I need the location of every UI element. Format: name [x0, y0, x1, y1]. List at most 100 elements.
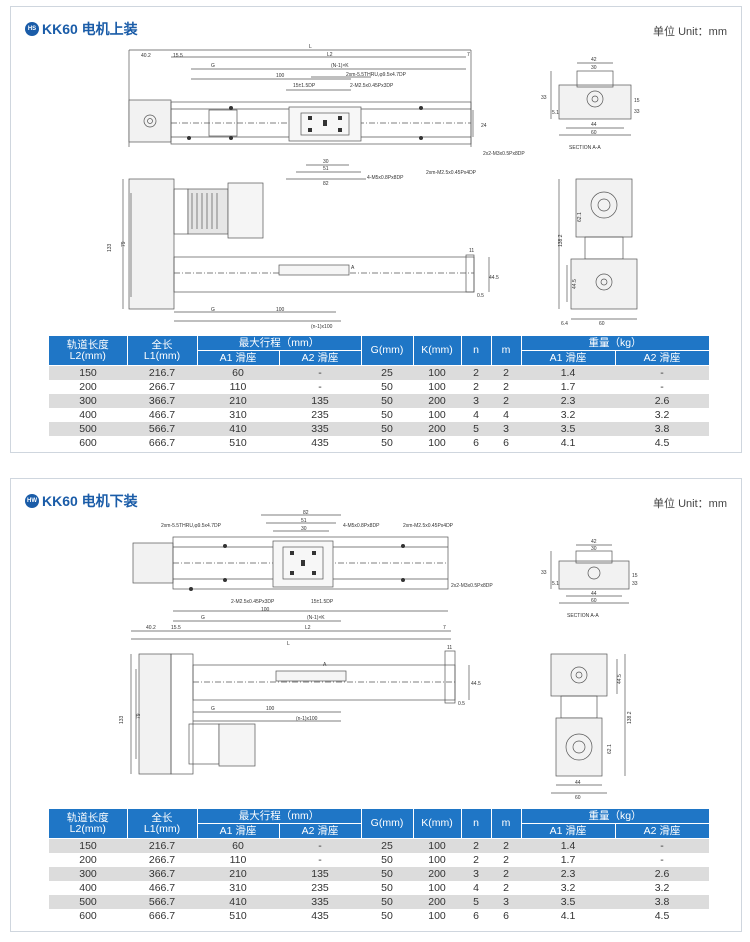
sec-42: 42 [591, 539, 597, 545]
dim-82: 82 [323, 181, 329, 187]
end-6-4: 6.4 [561, 321, 568, 327]
header-n: n [461, 809, 492, 839]
sec-60: 60 [591, 130, 597, 136]
dim-82: 82 [303, 510, 309, 516]
dim-40-2: 40.2 [141, 53, 151, 59]
dim-11: 11 [469, 248, 474, 254]
sec-30: 30 [591, 65, 597, 71]
dim-n1k: (N-1)×K [307, 615, 325, 621]
end-60: 60 [599, 321, 605, 327]
section-heading: KK60 电机下装 [42, 493, 138, 509]
note-thru: 2xm-5.5THRU,φ9.5x4.7DP [346, 72, 407, 78]
note-m3: 2x2-M3x0.5Px8DP [483, 151, 525, 157]
dim-30: 30 [323, 159, 329, 165]
dim-g: G [211, 63, 215, 69]
header-weight-a2: A2 滑座 [615, 350, 710, 366]
note-m3: 2x2-M3x0.5Px8DP [451, 583, 493, 589]
label-a: A [351, 265, 355, 271]
note-m25-4dp: 2xm-M2.5x0.45Px4DP [426, 170, 477, 176]
header-weight-a1: A1 滑座 [521, 350, 616, 366]
section-title: HS KK60 电机上装 [25, 19, 138, 39]
dim-l: L [287, 641, 290, 647]
note-m25-3dp: 2-M2.5x0.45Px3DP [231, 599, 275, 605]
section-motor-bottom: HW KK60 电机下装 单位 Unit：mm [10, 478, 742, 932]
end-44-5: 44.5 [572, 279, 578, 289]
end-62-1: 62.1 [607, 744, 613, 754]
sec-42: 42 [591, 57, 597, 63]
dim-30: 30 [301, 526, 307, 532]
sec-30: 30 [591, 546, 597, 552]
dim-g: G [201, 615, 205, 621]
dim-51: 51 [301, 518, 307, 524]
dim-44-5: 44.5 [471, 681, 481, 687]
sec-5-1: 5.1 [552, 110, 559, 116]
dim-51: 51 [323, 166, 329, 172]
sec-15: 15 [632, 573, 638, 579]
dim-79: 79 [136, 713, 142, 719]
dim-0-5: 0.5 [477, 293, 484, 299]
dim-n1x100: (n-1)x100 [296, 716, 318, 722]
note-m25-4dp: 2xm-M2.5x0.45Px4DP [403, 523, 454, 529]
sec-5-1: 5.1 [552, 581, 559, 587]
end-138-2: 138.2 [627, 711, 633, 724]
section-label: SECTION A-A [567, 613, 599, 619]
unit-label: 单位 Unit：mm [653, 498, 727, 510]
dim-100-side: 100 [266, 706, 275, 712]
dim-40-2: 40.2 [146, 625, 156, 631]
dim-l2: L2 [327, 52, 333, 58]
sec-33b: 33 [632, 581, 638, 587]
header-weight: 重量（kg） [521, 336, 710, 351]
end-138-2: 138.2 [558, 234, 564, 247]
dim-100: 100 [276, 73, 285, 79]
header-weight-a2: A2 滑座 [615, 823, 710, 839]
header-k: K(mm) [413, 336, 462, 366]
section-label: SECTION A-A [569, 145, 601, 151]
end-44: 44 [575, 780, 581, 786]
header-k: K(mm) [413, 809, 462, 839]
header-stroke-a2: A2 滑座 [279, 823, 362, 839]
header-g: G(mm) [361, 336, 414, 366]
header-max-stroke: 最大行程（mm） [197, 809, 362, 824]
header-weight: 重量（kg） [521, 809, 710, 824]
header-n: n [461, 336, 492, 366]
header-stroke-a1: A1 滑座 [197, 823, 280, 839]
label-a: A [323, 662, 327, 668]
dim-7: 7 [467, 52, 470, 58]
dim-l: L [309, 44, 312, 50]
header-m: m [491, 336, 522, 366]
dim-15dp: 15±1.5DP [311, 599, 334, 605]
dim-24: 24 [481, 123, 487, 129]
dim-100-side: 100 [276, 307, 285, 313]
dim-g-side: G [211, 706, 215, 712]
sec-33b: 33 [634, 109, 640, 115]
sec-33: 33 [541, 95, 547, 101]
dim-g-side: G [211, 307, 215, 313]
sec-60: 60 [591, 598, 597, 604]
note-m25-3dp: 2-M2.5x0.45Px3DP [350, 83, 394, 89]
dim-15-5: 15.5 [171, 625, 181, 631]
sec-44: 44 [591, 591, 597, 597]
sec-33: 33 [541, 570, 547, 576]
dim-0-5: 0.5 [458, 701, 465, 707]
header-weight-a1: A1 滑座 [521, 823, 616, 839]
end-60: 60 [575, 795, 581, 801]
dim-15-5: 15.5 [173, 53, 183, 59]
technical-drawing-top-mount: 40.2 15.5 L L2 7 G (N-1)×K 100 2xm-5.5TH… [107, 44, 640, 330]
dim-n1x100: (n-1)x100 [311, 324, 333, 330]
dim-44-5: 44.5 [489, 275, 499, 281]
header-stroke-a1: A1 滑座 [197, 350, 280, 366]
dim-100: 100 [261, 607, 270, 613]
dim-11: 11 [447, 645, 452, 651]
